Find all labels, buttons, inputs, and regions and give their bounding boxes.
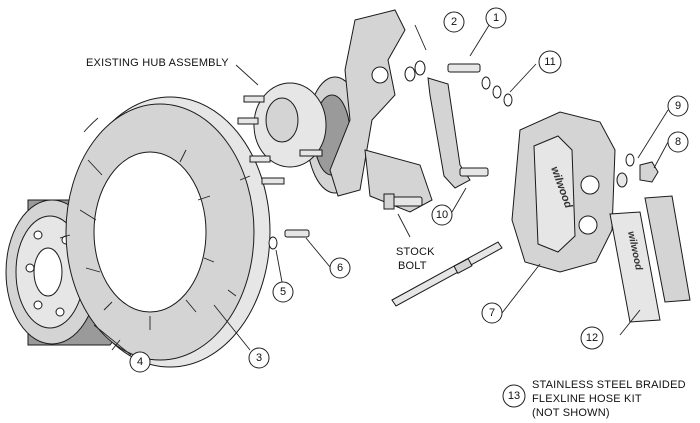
- callout-4: 4: [129, 351, 151, 373]
- callout-3: 3: [248, 347, 270, 369]
- svg-text:10: 10: [436, 209, 448, 221]
- note-line1: STAINLESS STEEL BRAIDED: [532, 379, 686, 391]
- svg-text:1: 1: [493, 12, 499, 24]
- svg-text:3: 3: [256, 352, 262, 364]
- callout-13: 13: [502, 384, 526, 408]
- svg-text:5: 5: [280, 286, 286, 298]
- brake-pads: wilwood: [609, 195, 691, 323]
- washers: [404, 60, 513, 107]
- rotor-bolt-and-washer: [268, 229, 310, 250]
- nut-and-washer: [616, 153, 659, 188]
- callout-7: 7: [481, 302, 503, 324]
- brake-caliper: wilwood: [511, 111, 616, 273]
- callout-5: 5: [272, 281, 294, 303]
- callout-11: 11: [538, 50, 562, 74]
- note-line3: (NOT SHOWN): [532, 407, 610, 419]
- callout-12: 12: [580, 326, 604, 350]
- svg-text:7: 7: [489, 307, 495, 319]
- callout-10: 10: [431, 204, 453, 226]
- callout-2: 2: [443, 11, 465, 33]
- svg-text:9: 9: [675, 100, 681, 112]
- callout-9: 9: [667, 95, 689, 117]
- svg-text:13: 13: [508, 390, 520, 402]
- stock-label-line2: BOLT: [398, 260, 427, 272]
- svg-text:4: 4: [137, 356, 143, 368]
- leader-lines: [93, 21, 669, 356]
- caliper-bracket: [427, 63, 489, 189]
- svg-text:6: 6: [337, 262, 343, 274]
- svg-text:8: 8: [675, 136, 681, 148]
- stock-label-line1: STOCK: [396, 246, 435, 258]
- stock-bolt: [383, 193, 423, 210]
- existing-hub-label: EXISTING HUB ASSEMBLY: [86, 57, 229, 69]
- svg-text:11: 11: [544, 56, 555, 68]
- callout-8: 8: [667, 131, 689, 153]
- svg-text:12: 12: [586, 332, 598, 344]
- note-line2: FLEXLINE HOSE KIT: [532, 393, 642, 405]
- brake-rotor: [59, 96, 271, 368]
- svg-text:2: 2: [451, 16, 457, 28]
- caliper-pin: [391, 241, 503, 307]
- callout-6: 6: [329, 257, 351, 279]
- callout-1: 1: [485, 7, 507, 29]
